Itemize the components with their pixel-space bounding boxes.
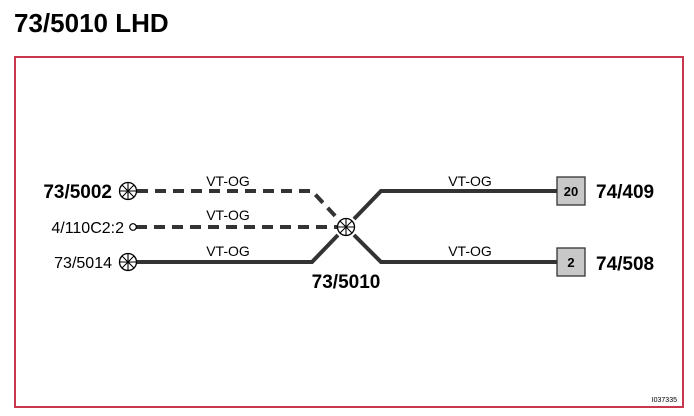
wire-74-409: [352, 189, 557, 221]
pin-box-74-409: [556, 176, 586, 206]
wire-color-label: VT-OG: [448, 243, 492, 259]
connector-label-4-110c2-2: 4/110C2:2: [51, 220, 124, 237]
wire-color-label: VT-OG: [206, 207, 250, 223]
connector-label-74-409: 74/409: [596, 182, 654, 203]
splice-label: 73/5010: [312, 272, 381, 293]
figure-reference: I037335: [652, 397, 677, 404]
wire-73-5002: [137, 189, 340, 221]
connector-label-73-5014: 73/5014: [54, 255, 112, 272]
diagram-title: 73/5010 LHD: [14, 8, 169, 38]
wire-74-508: [352, 233, 557, 264]
wire-73-5014: [137, 233, 340, 264]
pin-number-74-409: 20: [564, 184, 578, 199]
pin-number-74-508: 2: [567, 255, 574, 270]
circle-cross-icon: [118, 252, 138, 272]
connector-label-74-508: 74/508: [596, 254, 654, 275]
splice-circle-cross-icon: [336, 217, 356, 237]
circle-cross-icon: [118, 181, 138, 201]
wire-color-label: VT-OG: [206, 243, 250, 259]
connector-label-73-5002: 73/5002: [43, 182, 112, 203]
wire-color-label: VT-OG: [206, 173, 250, 189]
wire-color-label: VT-OG: [448, 173, 492, 189]
small-circle-icon: [129, 223, 137, 231]
pin-box-74-508: [556, 247, 586, 277]
